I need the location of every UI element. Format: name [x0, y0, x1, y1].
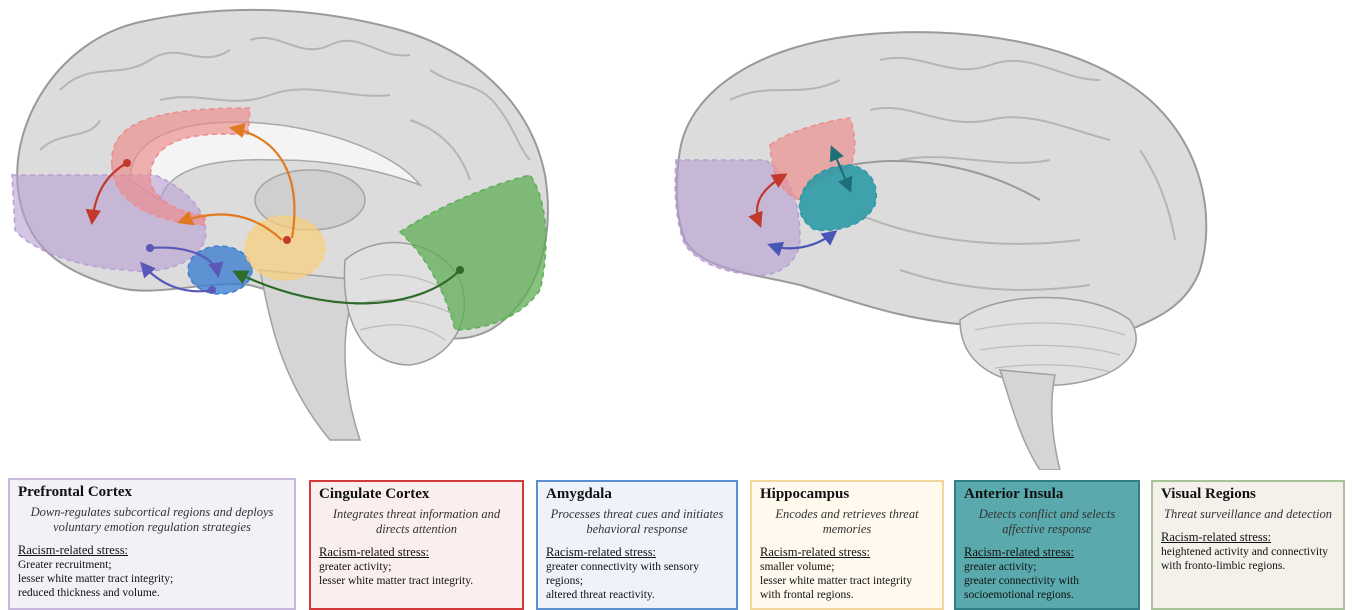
finding-item: greater connectivity with sensory region… [546, 560, 728, 588]
lateral-brainstem [1000, 370, 1060, 470]
card-findings: Greater recruitment; lesser white matter… [18, 558, 286, 600]
card-stress-label: Racism-related stress: [760, 545, 934, 560]
finding-item: smaller volume; [760, 560, 934, 574]
card-findings: greater activity; lesser white matter tr… [319, 560, 514, 588]
card-findings: smaller volume; lesser white matter trac… [760, 560, 934, 602]
card-stress-label: Racism-related stress: [964, 545, 1130, 560]
finding-item: greater activity; [964, 560, 1130, 574]
card-description: Integrates threat information and direct… [319, 507, 514, 537]
card-description: Processes threat cues and initiates beha… [546, 507, 728, 537]
arrow-origin-dot [146, 244, 154, 252]
card-findings: greater activity; greater connectivity w… [964, 560, 1130, 602]
finding-item: Greater recruitment; [18, 558, 286, 572]
card-prefrontal-cortex: Prefrontal Cortex Down-regulates subcort… [8, 478, 296, 610]
card-cingulate-cortex: Cingulate Cortex Integrates threat infor… [309, 480, 524, 610]
brain-figure [0, 0, 1354, 470]
region-prefrontal [12, 175, 206, 271]
card-anterior-insula: Anterior Insula Detects conflict and sel… [954, 480, 1140, 610]
card-title: Visual Regions [1161, 486, 1335, 503]
card-findings: greater connectivity with sensory region… [546, 560, 728, 602]
card-description: Threat surveillance and detection [1161, 507, 1335, 522]
sagittal-brain [12, 10, 548, 440]
card-description: Encodes and retrieves threat memories [760, 507, 934, 537]
card-stress-label: Racism-related stress: [546, 545, 728, 560]
card-title: Cingulate Cortex [319, 486, 514, 503]
finding-item: reduced thickness and volume. [18, 586, 286, 600]
card-stress-label: Racism-related stress: [1161, 530, 1335, 545]
card-title: Prefrontal Cortex [18, 484, 286, 501]
card-findings: heightened activity and connectivity wit… [1161, 545, 1335, 573]
card-title: Amygdala [546, 486, 728, 503]
card-hippocampus: Hippocampus Encodes and retrieves threat… [750, 480, 944, 610]
finding-item: lesser white matter tract integrity with… [760, 574, 934, 602]
card-title: Hippocampus [760, 486, 934, 503]
finding-item: greater connectivity with socioemotional… [964, 574, 1130, 602]
card-title: Anterior Insula [964, 486, 1130, 503]
card-description: Down-regulates subcortical regions and d… [18, 505, 286, 535]
finding-item: heightened activity and connectivity wit… [1161, 545, 1335, 573]
finding-item: lesser white matter tract integrity; [18, 572, 286, 586]
card-visual-regions: Visual Regions Threat surveillance and d… [1151, 480, 1345, 610]
card-stress-label: Racism-related stress: [18, 543, 286, 558]
lateral-brain [675, 32, 1206, 470]
finding-item: altered threat reactivity. [546, 588, 728, 602]
arrow-origin-dot [208, 286, 216, 294]
card-amygdala: Amygdala Processes threat cues and initi… [536, 480, 738, 610]
card-description: Detects conflict and selects affective r… [964, 507, 1130, 537]
finding-item: greater activity; [319, 560, 514, 574]
region-hippocampus [245, 216, 325, 280]
finding-item: lesser white matter tract integrity. [319, 574, 514, 588]
card-stress-label: Racism-related stress: [319, 545, 514, 560]
arrow-origin-dot [283, 236, 291, 244]
arrow-origin-dot [456, 266, 464, 274]
arrow-origin-dot [123, 159, 131, 167]
